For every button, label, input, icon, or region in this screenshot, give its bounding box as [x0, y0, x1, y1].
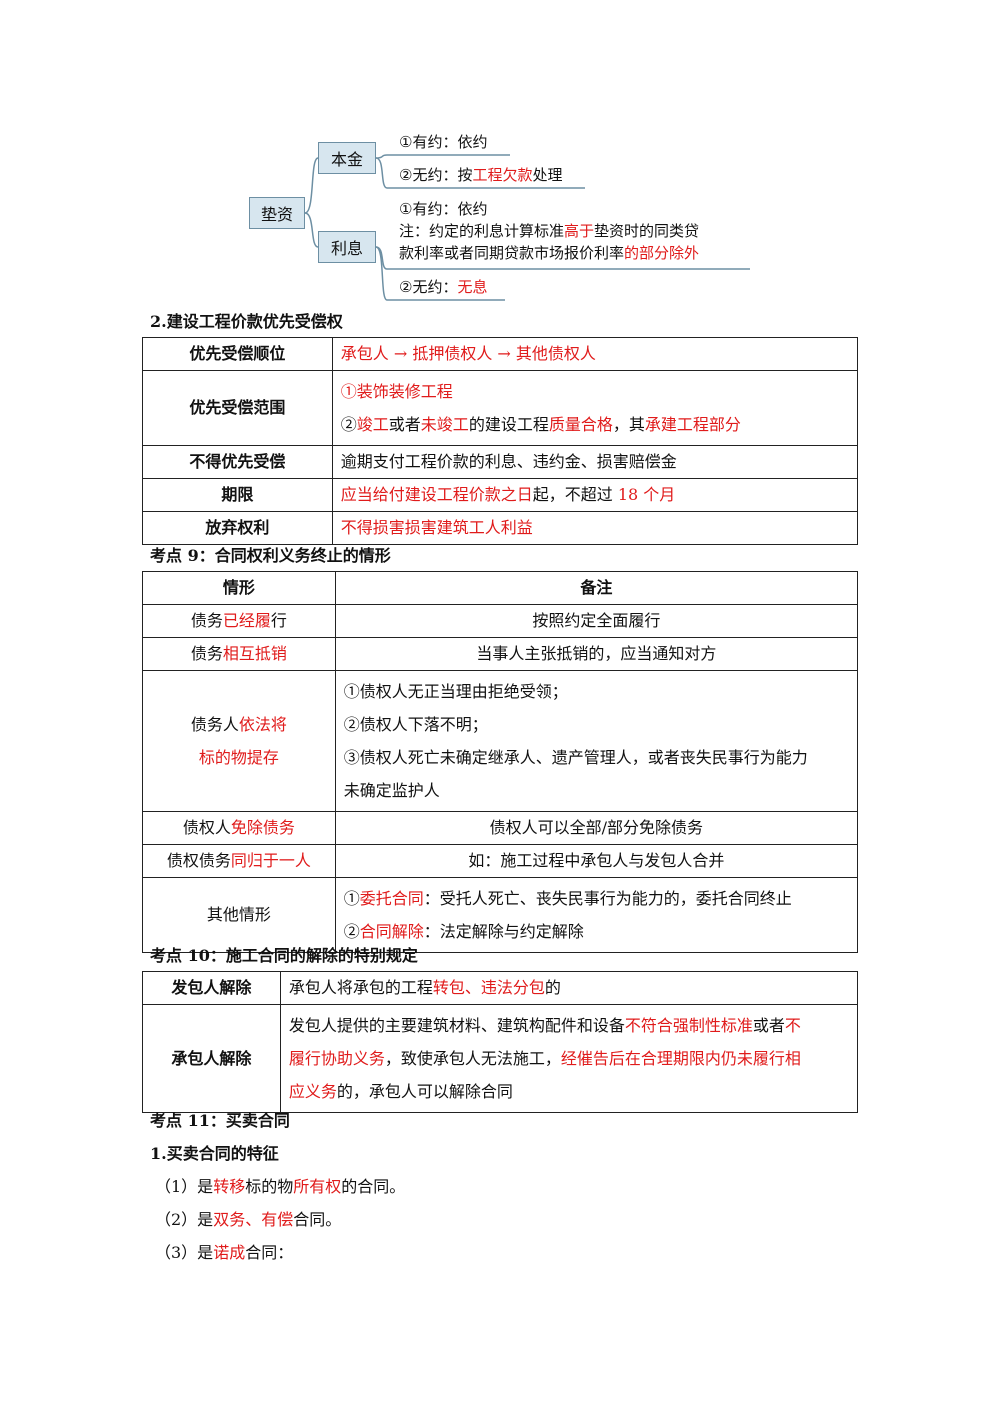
- column-header: 备注: [334, 571, 859, 605]
- row-key: 债权债务同归于一人: [142, 844, 336, 878]
- row-key: 发包人解除: [142, 971, 281, 1005]
- row-key: 优先受偿范围: [142, 370, 333, 446]
- section-heading-priority-right: 2.建设工程价款优先受偿权: [150, 312, 343, 331]
- mindmap-b2-note-line1: 注：约定的利息计算标准高于垫资时的同类贷: [399, 222, 700, 240]
- feature-item-2: （2）是双务、有偿合同。: [155, 1210, 342, 1229]
- section-heading-termination-special: 考点 10：施工合同的解除的特别规定: [150, 946, 418, 965]
- table-row: 债权人免除债务 债权人可以全部/部分免除债务: [142, 811, 859, 845]
- construction-termination-table: 发包人解除 承包人将承包的工程转包、违法分包的 承包人解除 发包人提供的主要建筑…: [142, 971, 859, 1113]
- row-value: ①债权人无正当理由拒绝受领； ②债权人下落不明； ③债权人死亡未确定继承人、遗产…: [334, 670, 859, 812]
- mind-map: 垫资 本金 利息 ①有约：依约 ②无约：按工程欠款处理 ①有约：依约 注：约定的…: [0, 0, 1000, 310]
- row-key: 债权人免除债务: [142, 811, 336, 845]
- row-value: 发包人提供的主要建筑材料、建筑构配件和设备不符合强制性标准或者不 履行协助义务，…: [279, 1004, 859, 1113]
- mindmap-b2-item2: ②无约：无息: [399, 278, 488, 296]
- feature-item-3: （3）是诺成合同：: [155, 1243, 294, 1262]
- mindmap-branch-principal: 本金: [318, 142, 376, 174]
- termination-table: 情形 备注 债务已经履行 按照约定全面履行 债务相互抵销 当事人主张抵销的，应当…: [142, 571, 859, 953]
- row-value: ①装饰装修工程 ②竣工或者未竣工的建设工程质量合格，其承建工程部分: [331, 370, 859, 446]
- row-value: 不得损害损害建筑工人利益: [331, 511, 859, 545]
- table-row: 放弃权利 不得损害损害建筑工人利益: [142, 511, 859, 545]
- row-value: 按照约定全面履行: [334, 604, 859, 638]
- priority-right-table: 优先受偿顺位 承包人 → 抵押债权人 → 其他债权人 优先受偿范围 ①装饰装修工…: [142, 337, 859, 545]
- table-row: 其他情形 ①委托合同：受托人死亡、丧失民事行为能力的，委托合同终止 ②合同解除：…: [142, 877, 859, 953]
- row-value: ①委托合同：受托人死亡、丧失民事行为能力的，委托合同终止 ②合同解除：法定解除与…: [334, 877, 859, 953]
- row-value: 当事人主张抵销的，应当通知对方: [334, 637, 859, 671]
- subheading-sales-features: 1.买卖合同的特征: [150, 1144, 279, 1163]
- mindmap-b1-item1: ①有约：依约: [399, 133, 488, 151]
- row-key: 承包人解除: [142, 1004, 281, 1113]
- row-key: 债务已经履行: [142, 604, 336, 638]
- mindmap-root-node: 垫资: [249, 197, 305, 229]
- table-row: 承包人解除 发包人提供的主要建筑材料、建筑构配件和设备不符合强制性标准或者不 履…: [142, 1004, 859, 1113]
- row-value: 应当给付建设工程价款之日起，不超过 18 个月: [331, 478, 859, 512]
- row-key: 其他情形: [142, 877, 336, 953]
- section-heading-sales-contract: 考点 11：买卖合同: [150, 1111, 290, 1130]
- table-row: 期限 应当给付建设工程价款之日起，不超过 18 个月: [142, 478, 859, 512]
- row-value: 债权人可以全部/部分免除债务: [334, 811, 859, 845]
- mind-map-connectors: [304, 154, 750, 301]
- table-row: 发包人解除 承包人将承包的工程转包、违法分包的: [142, 971, 859, 1005]
- mindmap-b2-item1: ①有约：依约: [399, 200, 488, 218]
- row-value: 逾期支付工程价款的利息、违约金、损害赔偿金: [331, 445, 859, 479]
- row-key: 不得优先受偿: [142, 445, 333, 479]
- feature-item-1: （1）是转移标的物所有权的合同。: [155, 1177, 406, 1196]
- row-value: 如：施工过程中承包人与发包人合并: [334, 844, 859, 878]
- table-row: 优先受偿顺位 承包人 → 抵押债权人 → 其他债权人: [142, 337, 859, 371]
- table-row: 债务已经履行 按照约定全面履行: [142, 604, 859, 638]
- mindmap-b2-note-line2: 款利率或者同期贷款市场报价利率的部分除外: [399, 244, 700, 262]
- table-row: 债务人依法将 标的物提存 ①债权人无正当理由拒绝受领； ②债权人下落不明； ③债…: [142, 670, 859, 812]
- mindmap-branch-interest: 利息: [318, 231, 376, 263]
- section-heading-termination: 考点 9：合同权利义务终止的情形: [150, 546, 391, 565]
- table-row: 不得优先受偿 逾期支付工程价款的利息、违约金、损害赔偿金: [142, 445, 859, 479]
- mindmap-b1-item2: ②无约：按工程欠款处理: [399, 166, 563, 184]
- row-key: 期限: [142, 478, 333, 512]
- row-key: 放弃权利: [142, 511, 333, 545]
- row-key: 债务相互抵销: [142, 637, 336, 671]
- row-key: 优先受偿顺位: [142, 337, 333, 371]
- table-row: 优先受偿范围 ①装饰装修工程 ②竣工或者未竣工的建设工程质量合格，其承建工程部分: [142, 370, 859, 446]
- row-value: 承包人 → 抵押债权人 → 其他债权人: [331, 337, 859, 371]
- column-header: 情形: [142, 571, 336, 605]
- table-row: 债务相互抵销 当事人主张抵销的，应当通知对方: [142, 637, 859, 671]
- table-header-row: 情形 备注: [142, 571, 859, 605]
- table-row: 债权债务同归于一人 如：施工过程中承包人与发包人合并: [142, 844, 859, 878]
- row-value: 承包人将承包的工程转包、违法分包的: [279, 971, 859, 1005]
- row-key: 债务人依法将 标的物提存: [142, 670, 336, 812]
